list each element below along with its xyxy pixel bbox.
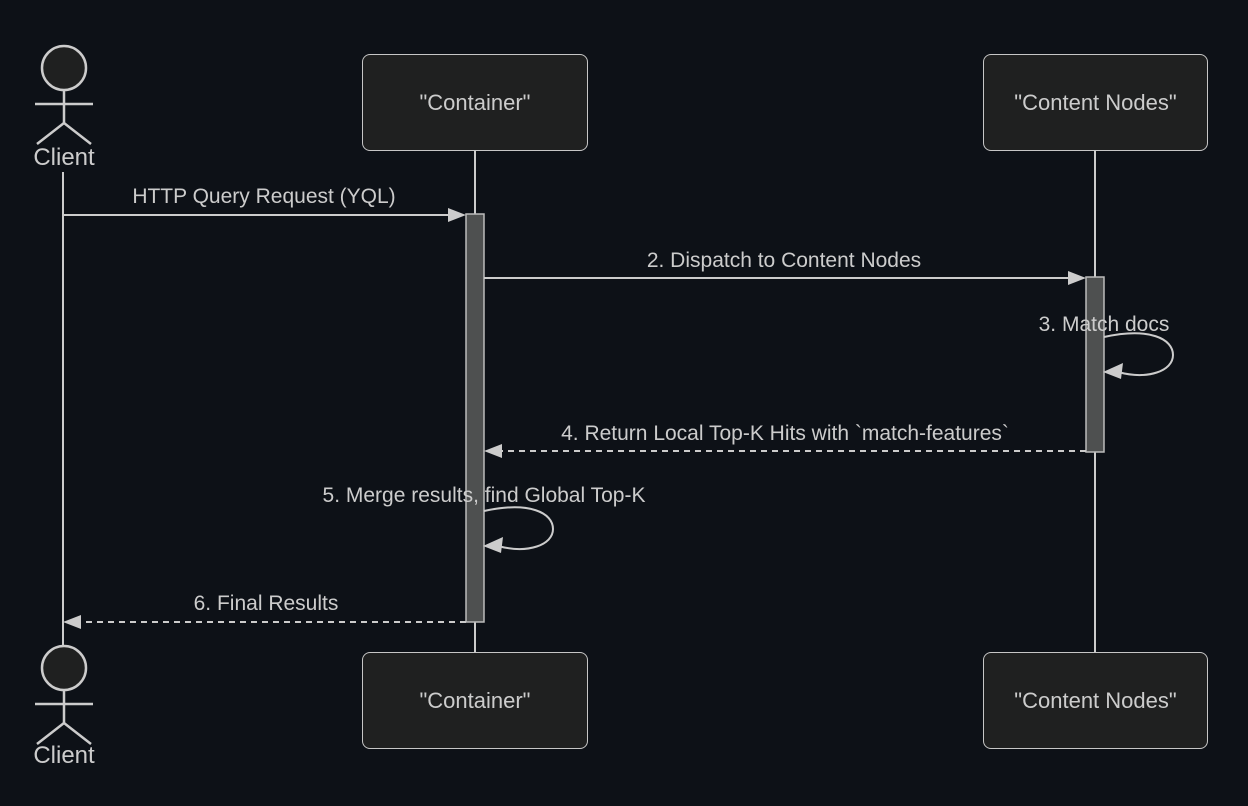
message-4-arrow [484, 444, 1086, 458]
participant-box-content-nodes-bottom: "Content Nodes" [983, 652, 1208, 749]
message-1-label: HTTP Query Request (YQL) [132, 185, 396, 208]
client-actor-label-bottom: Client [33, 742, 95, 769]
client-actor-figure-top [35, 44, 93, 145]
participant-box-content-nodes-top: "Content Nodes" [983, 54, 1208, 151]
content-nodes-activation-bar [1085, 276, 1105, 453]
message-6-label: 6. Final Results [193, 592, 339, 615]
message-5-self-loop [483, 506, 555, 553]
message-5-label: 5. Merge results, find Global Top-K [322, 484, 646, 507]
message-3-self-loop [1103, 332, 1175, 379]
client-actor-label-top: Client [33, 144, 95, 171]
participant-box-container-bottom: "Container" [362, 652, 588, 749]
message-2-arrow [484, 271, 1086, 285]
message-6-arrow [63, 615, 466, 629]
client-actor-figure-bottom [35, 644, 93, 745]
message-1-arrow [63, 208, 466, 222]
participant-label-content-nodes-top: "Content Nodes" [1014, 89, 1177, 115]
participant-label-container-bottom: "Container" [419, 687, 531, 713]
message-2-label: 2. Dispatch to Content Nodes [646, 249, 922, 272]
participant-label-container-top: "Container" [419, 89, 531, 115]
participant-label-content-nodes-bottom: "Content Nodes" [1014, 687, 1177, 713]
message-4-label: 4. Return Local Top-K Hits with `match-f… [561, 422, 1009, 445]
participant-box-container-top: "Container" [362, 54, 588, 151]
message-3-label: 3. Match docs [1038, 313, 1170, 336]
container-activation-bar [465, 213, 485, 623]
